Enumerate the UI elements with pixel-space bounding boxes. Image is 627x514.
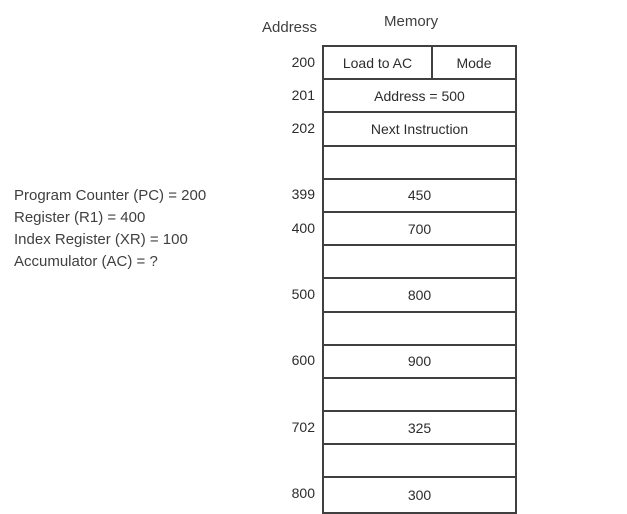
address-label (255, 145, 315, 178)
address-label: 200 (291, 53, 315, 70)
address-label: 702 (291, 418, 315, 435)
memory-row (324, 379, 515, 413)
memory-cell-value: 450 (407, 188, 432, 203)
memory-cell-value: 800 (407, 287, 432, 302)
address-label: 400 (291, 219, 315, 236)
address-label (255, 377, 315, 410)
memory-row: 300 (324, 478, 515, 511)
register-line-r1: Register (R1) = 400 (14, 209, 146, 226)
memory-row: 700 (324, 213, 515, 247)
diagram-canvas: Program Counter (PC) = 200 Register (R1)… (14, 13, 517, 514)
address-column-heading: Address (262, 19, 318, 36)
address-label (255, 244, 315, 277)
memory-row: Address = 500 (324, 80, 515, 114)
memory-row (324, 246, 515, 280)
register-line-ac: Accumulator (AC) = ? (14, 253, 158, 270)
address-label (255, 443, 315, 476)
address-label: 201 (291, 86, 315, 103)
memory-row: 800 (324, 279, 515, 313)
memory-cell-value: 900 (407, 354, 432, 369)
memory-column-heading: Memory (384, 13, 439, 30)
address-label: 202 (291, 119, 315, 136)
address-label: 500 (291, 285, 315, 302)
memory-row (324, 147, 515, 180)
address-gutter: 200 201 202 399 400 500 600 702 800 (255, 45, 315, 510)
memory-cell-opcode: Load to AC (324, 47, 433, 79)
memory-cell-value: Address = 500 (374, 88, 465, 103)
memory-cell-value: 300 (407, 488, 432, 503)
memory-cell-value: Next Instruction (370, 121, 469, 136)
memory-cell-mode: Mode (456, 54, 492, 71)
address-label: 800 (291, 485, 315, 502)
memory-row (324, 445, 515, 479)
register-line-pc: Program Counter (PC) = 200 (14, 187, 207, 204)
memory-cell-value: 325 (407, 420, 432, 435)
memory-cell-value: 700 (407, 221, 432, 236)
memory-row: 450 (324, 180, 515, 213)
register-line-xr: Index Register (XR) = 100 (14, 231, 188, 248)
register-state-block: Program Counter (PC) = 200 Register (R1)… (14, 185, 264, 273)
address-label: 399 (291, 186, 315, 203)
memory-row: Next Instruction (324, 113, 515, 147)
memory-row: 325 (324, 412, 515, 446)
memory-row: Load to AC Mode (324, 47, 515, 81)
address-label: 600 (291, 352, 315, 369)
memory-row: 900 (324, 346, 515, 379)
address-label (255, 311, 315, 344)
memory-row (324, 313, 515, 346)
